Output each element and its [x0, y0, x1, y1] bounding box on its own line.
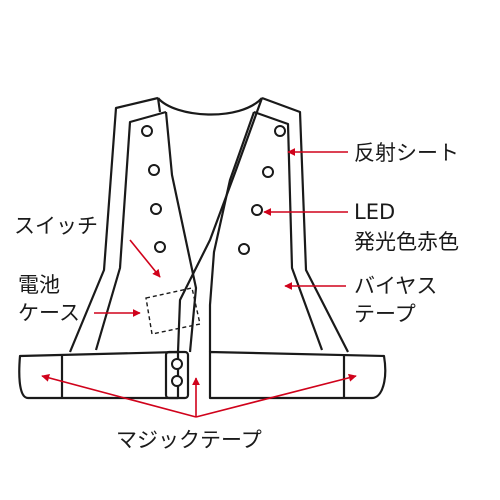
arrow-switch	[129, 239, 161, 278]
velcro-button	[171, 358, 183, 370]
label-bias-tape-line2: テープ	[354, 302, 416, 326]
label-velcro: マジックテープ	[116, 428, 262, 452]
label-bias-tape-line1: バイヤス	[354, 274, 437, 298]
led-hole	[238, 243, 250, 255]
left-strap-inner	[94, 110, 167, 351]
back-neckline	[157, 97, 263, 116]
right-diagonal-band-b	[208, 111, 256, 352]
waist-belt	[18, 350, 180, 400]
label-switch: スイッチ	[14, 214, 98, 238]
velcro-tab	[164, 350, 190, 400]
label-led-line2: 発光色赤色	[354, 230, 459, 254]
right-strap-outer	[261, 96, 349, 353]
waist-belt-right	[208, 350, 387, 400]
label-led-line1: LED	[354, 200, 395, 224]
vest-illustration	[18, 96, 387, 400]
right-diagonal-band-a	[176, 97, 264, 353]
led-hole	[274, 125, 286, 137]
left-strap-outer	[68, 96, 159, 353]
velcro-button	[171, 375, 183, 387]
led-hole	[150, 203, 162, 215]
led-hole	[251, 204, 263, 216]
label-reflective-sheet: 反射シート	[354, 141, 459, 165]
led-hole	[154, 241, 166, 253]
led-hole	[262, 166, 274, 178]
left-diagonal-band	[164, 111, 198, 353]
led-hole	[141, 125, 153, 137]
led-hole	[148, 164, 160, 176]
led-holes	[141, 125, 286, 387]
battery-case-outline	[145, 287, 201, 335]
arrow-velcro-right	[195, 373, 357, 418]
right-strap-inner	[253, 110, 324, 351]
label-battery-line2: ケース	[18, 301, 80, 325]
arrow-velcro-left	[41, 373, 197, 418]
callout-arrows	[41, 148, 357, 418]
label-battery-line1: 電池	[18, 273, 60, 297]
